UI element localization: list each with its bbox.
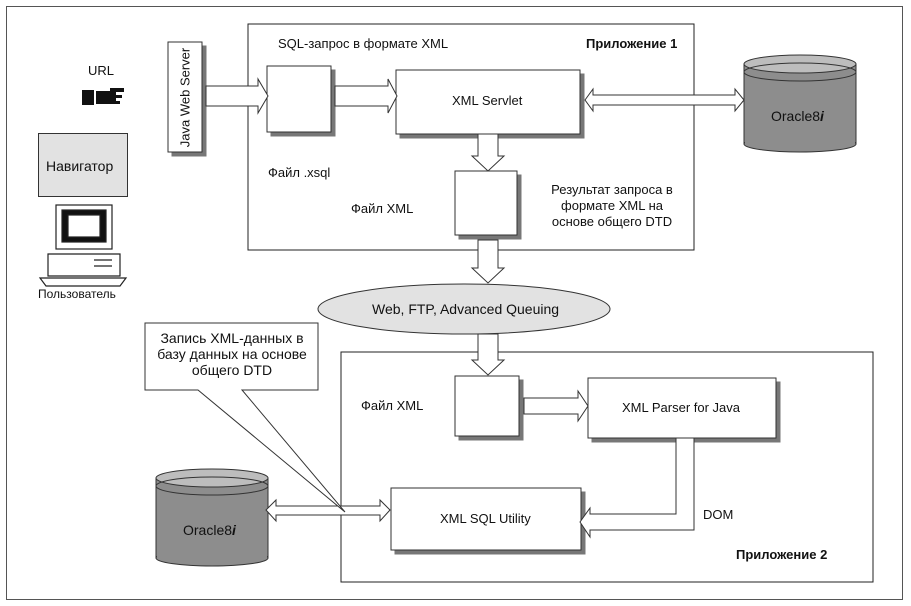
xsql-file-label: Файл .xsql bbox=[268, 165, 331, 180]
arrow-webserver-to-xsql bbox=[205, 77, 269, 115]
navigator-box bbox=[38, 133, 128, 197]
arrow-servlet-to-file bbox=[470, 133, 506, 172]
web-server-label: Java Web Server bbox=[177, 47, 193, 148]
arrow-xsql-to-servlet bbox=[334, 78, 398, 114]
xsql-file-box bbox=[266, 65, 332, 133]
xml-sql-utility-box bbox=[390, 487, 582, 551]
arrow-oracle-sqlutility bbox=[265, 498, 391, 523]
url-hand-icon bbox=[82, 88, 124, 105]
oracle-bottom-label: Oracle8i bbox=[183, 522, 236, 538]
url-label: URL bbox=[88, 63, 115, 78]
dom-label: DOM bbox=[703, 507, 734, 522]
app2-title: Приложение 2 bbox=[736, 547, 828, 562]
xml-parser-label: XML Parser for Java bbox=[622, 400, 741, 415]
result-xml-file-box bbox=[454, 170, 518, 236]
callout-text: Запись XML-данных в базу данных на основ… bbox=[157, 330, 307, 378]
transport-label: Web, FTP, Advanced Queuing bbox=[372, 301, 560, 317]
diagram-frame bbox=[6, 6, 903, 600]
transport-ellipse bbox=[317, 283, 611, 335]
arrow-servlet-oracle bbox=[584, 87, 745, 113]
navigator-label: Навигатор bbox=[46, 158, 114, 174]
oracle-db-bottom-icon bbox=[155, 468, 269, 567]
web-server-box bbox=[167, 41, 203, 153]
app1-file-xml-label: Файл XML bbox=[351, 201, 414, 216]
app2-file-xml-label: Файл XML bbox=[361, 398, 424, 413]
oracle-top-label: Oracle8i bbox=[771, 108, 824, 124]
arrow-dom-parser-to-sqlutility bbox=[579, 437, 695, 539]
sql-query-label: SQL-запрос в формате XML bbox=[278, 36, 449, 51]
xml-sql-utility-label: XML SQL Utility bbox=[440, 511, 531, 526]
arrow-transport-to-file bbox=[470, 333, 506, 376]
callout-bubble bbox=[144, 322, 346, 513]
user-label: Пользователь bbox=[38, 287, 116, 301]
xml-servlet-label: XML Servlet bbox=[452, 93, 523, 108]
oracle-db-top-icon bbox=[743, 54, 857, 153]
app2-xml-file-box bbox=[454, 375, 520, 437]
result-label: Результат запроса в формате XML на основ… bbox=[551, 182, 673, 229]
app1-title: Приложение 1 bbox=[586, 36, 678, 51]
arrow-file-to-transport bbox=[470, 239, 506, 284]
computer-icon bbox=[38, 204, 128, 287]
arrow-file-to-parser bbox=[523, 389, 589, 423]
